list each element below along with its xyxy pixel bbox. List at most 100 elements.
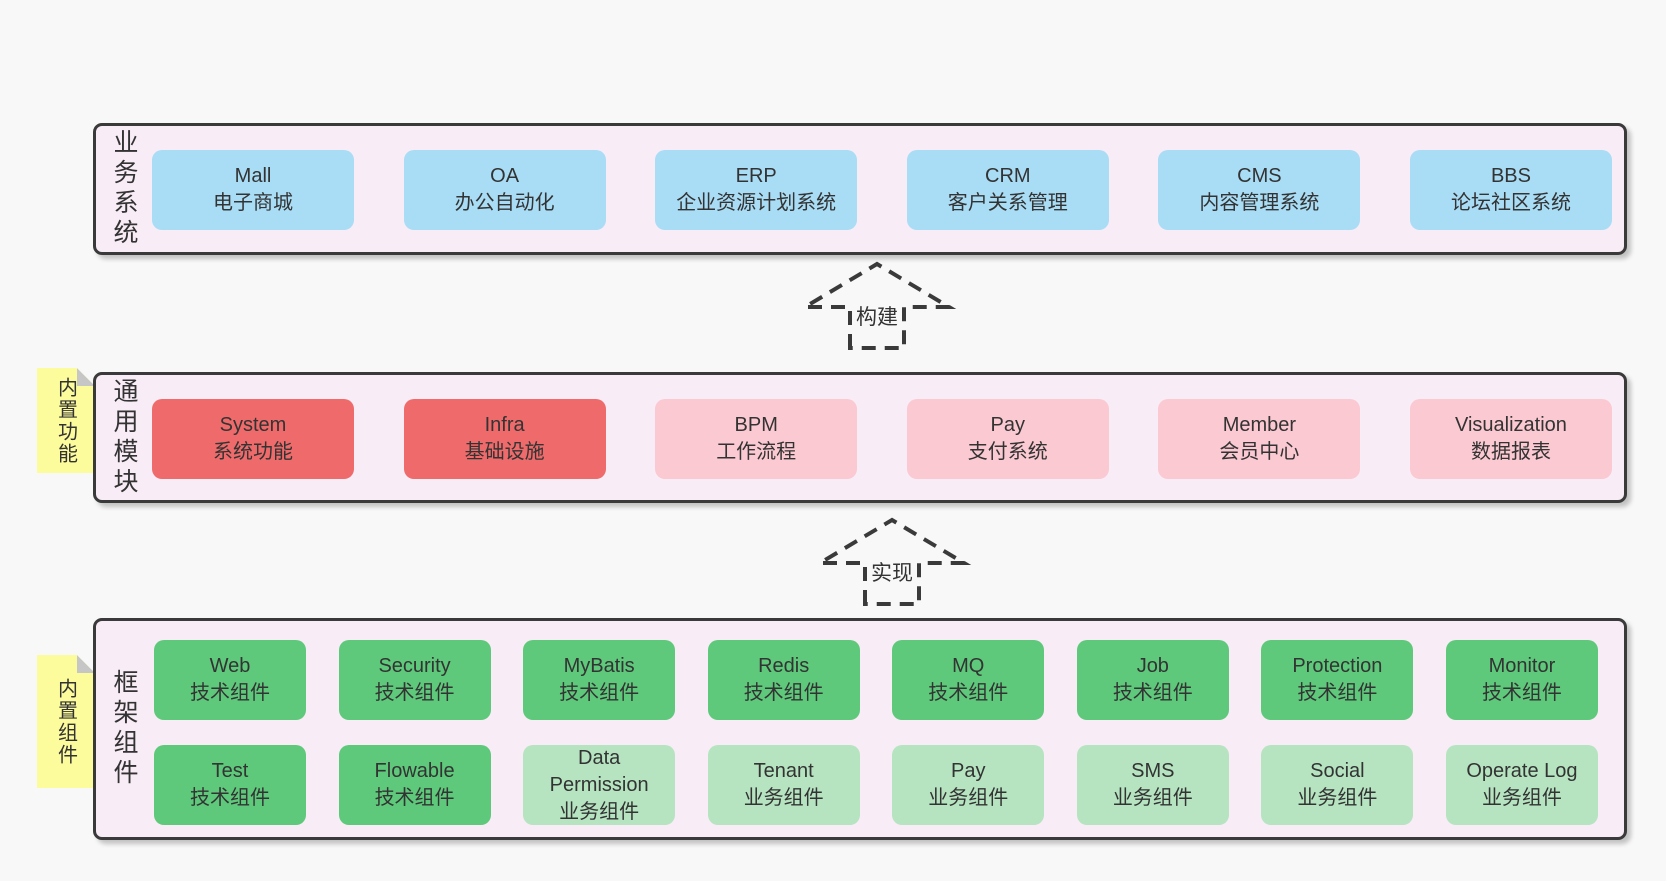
component-box-security: Security 技术组件 [338, 640, 491, 720]
component-box-test: Test 技术组件 [154, 745, 306, 825]
box-subtitle: 业务组件 [559, 800, 640, 823]
component-box-sms: SMS 业务组件 [1076, 745, 1229, 825]
component-box-monitor: Monitor 技术组件 [1445, 640, 1598, 720]
box-subtitle: 企业资源计划系统 [676, 192, 837, 214]
business-systems-label: 业务系统 [110, 129, 138, 249]
system-box-bbs: BBS 论坛社区系统 [1409, 150, 1612, 230]
box-subtitle: 会员中心 [1219, 441, 1300, 463]
box-subtitle: 技术组件 [928, 682, 1009, 704]
box-subtitle: 技术组件 [559, 682, 640, 704]
common-modules-label: 通用模块 [110, 377, 138, 498]
component-box-operate-log: Operate Log 业务组件 [1445, 745, 1598, 825]
builtin-functions-note: 内置功能 [37, 368, 95, 473]
box-subtitle: 业务组件 [1112, 787, 1193, 809]
build-arrow: 构建 [797, 257, 957, 350]
box-title: Tenant [753, 760, 814, 782]
box-title: BPM [734, 414, 778, 436]
box-subtitle: 内容管理系统 [1199, 192, 1320, 214]
box-title: Infra [484, 414, 525, 436]
system-box-crm: CRM 客户关系管理 [906, 150, 1109, 230]
system-box-cms: CMS 内容管理系统 [1158, 150, 1361, 230]
box-title: BBS [1490, 165, 1531, 187]
box-title: OA [490, 165, 520, 187]
box-subtitle: 工作流程 [716, 441, 797, 463]
box-title: SMS [1131, 760, 1175, 782]
implement-arrow: 实现 [812, 513, 972, 606]
builtin-components-note: 内置组件 [37, 655, 95, 788]
box-title: CRM [985, 165, 1031, 187]
component-box-redis: Redis 技术组件 [707, 640, 860, 720]
common-modules-panel: 通用模块 System 系统功能 Infra 基础设施 BPM 工作流程 Pay… [93, 372, 1627, 503]
box-subtitle: 业务组件 [743, 787, 824, 809]
dashed-up-arrow-icon [797, 261, 957, 350]
component-box-data-permission: Data Permission 业务组件 [523, 745, 676, 825]
dashed-up-arrow-icon [812, 517, 972, 606]
box-subtitle: 业务组件 [928, 787, 1009, 809]
framework-components-panel: 框架组件 Web 技术组件 Security 技术组件 MyBatis 技术组件… [93, 618, 1627, 840]
box-title: Protection [1292, 655, 1383, 677]
system-box-mall: Mall 电子商城 [152, 150, 354, 230]
box-title: CMS [1237, 165, 1282, 187]
component-box-job: Job 技术组件 [1076, 640, 1229, 720]
box-title: Member [1222, 414, 1297, 436]
box-subtitle: 基础设施 [464, 441, 545, 463]
module-box-bpm: BPM 工作流程 [655, 399, 858, 479]
box-title: Operate Log [1466, 760, 1578, 782]
system-box-erp: ERP 企业资源计划系统 [655, 150, 858, 230]
box-title: MyBatis [563, 655, 635, 677]
component-box-pay: Pay 业务组件 [892, 745, 1045, 825]
system-box-oa: OA 办公自动化 [403, 150, 606, 230]
box-subtitle: 技术组件 [374, 682, 455, 704]
module-box-pay: Pay 支付系统 [906, 399, 1109, 479]
box-title: Redis [758, 655, 810, 677]
module-box-visualization: Visualization 数据报表 [1409, 399, 1612, 479]
module-box-member: Member 会员中心 [1158, 399, 1361, 479]
box-title: Pay [990, 414, 1026, 436]
box-subtitle: 技术组件 [1112, 682, 1193, 704]
framework-components-label: 框架组件 [110, 669, 138, 789]
box-title: Flowable [374, 760, 455, 782]
box-title: Security [378, 655, 451, 677]
module-box-infra: Infra 基础设施 [403, 399, 606, 479]
box-subtitle: 电子商城 [213, 192, 293, 214]
box-subtitle: 技术组件 [1481, 682, 1562, 704]
box-subtitle: 数据报表 [1470, 441, 1551, 463]
box-subtitle: 技术组件 [374, 787, 455, 809]
component-box-mybatis: MyBatis 技术组件 [523, 640, 676, 720]
component-box-flowable: Flowable 技术组件 [338, 745, 491, 825]
common-modules-row: System 系统功能 Infra 基础设施 BPM 工作流程 Pay 支付系统… [152, 399, 1612, 479]
implement-arrow-label: 实现 [868, 557, 916, 587]
box-subtitle: 系统功能 [213, 441, 293, 463]
builtin-components-note-label: 内置组件 [54, 677, 77, 766]
box-title: Data Permission [549, 746, 649, 796]
box-subtitle: 技术组件 [190, 682, 270, 704]
framework-components-row-1: Web 技术组件 Security 技术组件 MyBatis 技术组件 Redi… [154, 640, 1598, 720]
box-title: Mall [234, 165, 272, 187]
box-title: Job [1136, 655, 1169, 677]
box-title: ERP [735, 165, 777, 187]
box-subtitle: 客户关系管理 [947, 192, 1068, 214]
box-subtitle: 办公自动化 [454, 192, 555, 214]
box-title: Monitor [1488, 655, 1556, 677]
box-subtitle: 技术组件 [743, 682, 824, 704]
box-subtitle: 论坛社区系统 [1450, 192, 1571, 214]
component-box-web: Web 技术组件 [154, 640, 306, 720]
business-systems-panel: 业务系统 Mall 电子商城 OA 办公自动化 ERP 企业资源计划系统 CRM… [93, 123, 1627, 255]
box-title: Pay [951, 760, 986, 782]
builtin-functions-note-label: 内置功能 [54, 376, 77, 465]
box-subtitle: 技术组件 [190, 787, 270, 809]
business-systems-row: Mall 电子商城 OA 办公自动化 ERP 企业资源计划系统 CRM 客户关系… [152, 150, 1612, 230]
box-title: Test [211, 760, 249, 782]
component-box-tenant: Tenant 业务组件 [707, 745, 860, 825]
box-subtitle: 业务组件 [1297, 787, 1378, 809]
component-box-protection: Protection 技术组件 [1261, 640, 1414, 720]
component-box-social: Social 业务组件 [1261, 745, 1414, 825]
box-title: Social [1310, 760, 1365, 782]
component-box-mq: MQ 技术组件 [892, 640, 1045, 720]
box-title: MQ [952, 655, 985, 677]
box-title: System [219, 414, 287, 436]
box-subtitle: 业务组件 [1481, 787, 1562, 809]
box-title: Visualization [1455, 414, 1567, 436]
framework-components-row-2: Test 技术组件 Flowable 技术组件 Data Permission … [154, 745, 1598, 825]
module-box-system: System 系统功能 [152, 399, 354, 479]
